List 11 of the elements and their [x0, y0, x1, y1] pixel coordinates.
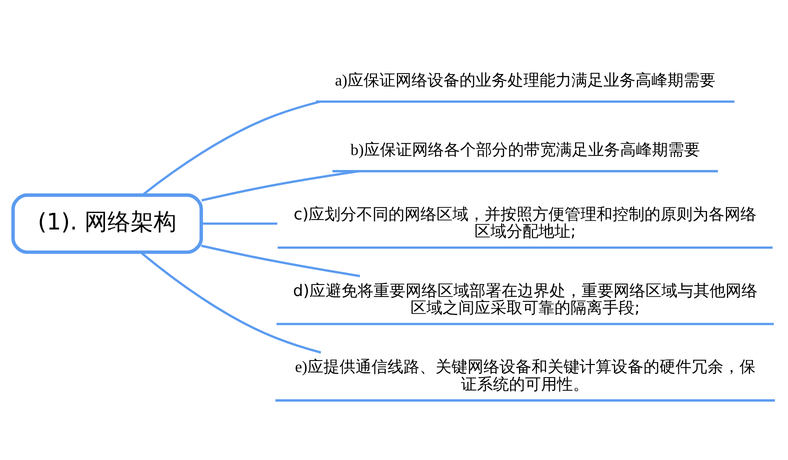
- node-text: e)应提供通信线路、关键网络设备和关键计算设备的硬件冗余，保证系统的可用性。: [294, 358, 756, 393]
- node-text: d)应避免将重要网络区域部署在边界处，重要网络区域与其他网络区域之间应采取可靠的隔离手段;: [292, 280, 758, 316]
- node-text: b)应保证网络各个部分的带宽满足业务高峰期需要: [350, 141, 700, 158]
- connector: [202, 222, 278, 224]
- node-text: c)应划分不同的网络区域，并按照方便管理和控制的原则为各网络区域分配地址;: [294, 204, 757, 240]
- node-text: a)应保证网络设备的业务处理能力满足业务高峰期需要: [334, 72, 716, 89]
- connector: [140, 250, 322, 354]
- connector: [142, 100, 320, 196]
- node-box: (1). 网络架构: [11, 192, 203, 254]
- connector: [201, 244, 360, 277]
- connector: [201, 170, 360, 202]
